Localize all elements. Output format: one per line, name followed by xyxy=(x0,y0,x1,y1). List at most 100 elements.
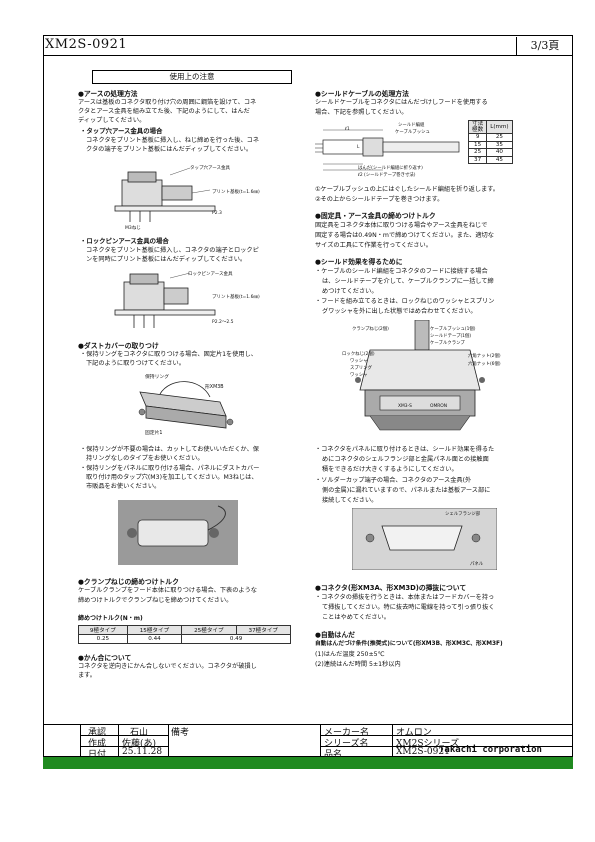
series-label: シリーズ名 xyxy=(324,739,369,749)
shield-cable-figure xyxy=(315,118,465,178)
tap-heading: ・タップ穴アース金具の場合 xyxy=(80,127,163,135)
torque-col-15: 15極タイプ xyxy=(126,625,183,635)
ltable-cell: 35 xyxy=(486,140,513,149)
insertion-text-2: て挿抜してください。特に抜去時に電線を持って引っ張り抜く xyxy=(322,604,495,611)
fixing-text-3: サイズの工具にて作業を行ってください。 xyxy=(315,242,432,249)
hood-label-bushing: ケーブルブッシュ(1個) xyxy=(430,327,476,332)
auto-solder-conditions: 自動はんだづけ条件(推奨式)について(形XM3B、形XM3C、形XM3F) xyxy=(315,641,503,647)
torque-col-37: 37極タイプ xyxy=(235,625,292,635)
insertion-text-3: ことはやめてください。 xyxy=(322,614,390,621)
torque-val-25-37: 0.49 xyxy=(181,634,291,644)
tap-fig-label-3: P2.3 xyxy=(212,211,222,216)
mating-heading: ●かん合について xyxy=(78,654,132,662)
shield-fig-label-6: L xyxy=(357,145,360,150)
lockpin-earth-figure xyxy=(110,268,280,334)
dustcover-heading: ●ダストカバーの取りつけ xyxy=(78,342,159,350)
earth-text-1: アースは基板のコネクタ取り付け穴の周囲に鋼箔を設けて、コネ xyxy=(78,99,257,106)
lockpin-text-1: コネクタをプリント基板に挿入し、コネクタの端子とロックピ xyxy=(86,247,259,254)
lockpin-fig-label-1: ロックピンアース金具 xyxy=(188,272,233,277)
shield-text-2: 場合、下記を参照してください。 xyxy=(315,109,408,116)
tap-text-1: コネクタをプリント基板に挿入し、ねじ締めを行った後、コネ xyxy=(86,137,260,144)
torque-col-25: 25極タイプ xyxy=(181,625,237,635)
hood-label-hexnut-2: 六角ナット(6個) xyxy=(468,362,501,367)
made-name: 佐藤(あ) xyxy=(122,739,157,749)
mating-text-2: ます。 xyxy=(78,672,96,679)
ltable-head-1-dim: 寸法 xyxy=(472,121,484,127)
ltable-cell: 9 xyxy=(467,133,488,142)
mating-text-1: コネクタを逆向きにかん合しないでください。コネクタが破損し xyxy=(78,663,257,670)
page-number: 3/3頁 xyxy=(516,37,573,55)
shield-fig-label-3: はんだ(シールド編組に折り返す) xyxy=(358,166,423,171)
lockpin-heading: ・ロックピンアース金具の場合 xyxy=(80,237,169,245)
footer-top-border xyxy=(43,724,573,725)
panel-mount-figure xyxy=(351,507,498,571)
effect-note-2: めにコネクタのシェルフランジ部と金属パネル面との接触面 xyxy=(322,456,489,463)
series-value: XM2Sシリーズ xyxy=(396,739,460,749)
footer-divider xyxy=(168,724,169,757)
torque-table: 9極タイプ 15極タイプ 25極タイプ 37極タイプ 0.25 0.44 0.4… xyxy=(78,625,292,644)
hood-label-brand: OMRON xyxy=(430,404,448,409)
dustcover-fig-label-2: 形XM3B xyxy=(205,385,224,390)
ltable-head-2: L(mm) xyxy=(486,120,513,134)
footer-divider xyxy=(80,724,81,757)
product-label: 品名 xyxy=(324,750,343,760)
footer-row-line xyxy=(80,735,168,736)
hood-label-tape: シールドテープ(1個) xyxy=(430,334,472,339)
made-label: 作成 xyxy=(88,739,107,749)
ltable-head-1: 寸法極数 xyxy=(467,120,488,134)
footer-row-line xyxy=(320,735,573,736)
hood-label-washer: ワッシャ xyxy=(350,359,368,364)
shield-fig-label-2: ケーブルブッシュ xyxy=(395,130,430,135)
fixing-heading: ●固定具・アース金具の締めつけトルク xyxy=(315,212,436,220)
lockpin-fig-label-2: プリント基板(t=1.6㎜) xyxy=(212,295,260,300)
effect-note-5: 側の金属)に漏れていますので、パネルまたは基板アース部に xyxy=(322,487,491,494)
tap-fig-label-2: プリント基板(t=1.6㎜) xyxy=(212,190,260,195)
insertion-text-1: ・コネクタの挿抜を行うときは、本体またはフードカバーを持っ xyxy=(315,594,495,601)
product-value: XM2S-0921 xyxy=(396,747,450,757)
remarks-label: 備考 xyxy=(171,728,190,738)
dustcover-text-2: 下記のように取りつけてください。 xyxy=(86,360,185,367)
effect-text-3: めつけてください。 xyxy=(322,288,378,295)
tap-text-2: クタの端子をプリント基板にはんだディップしてください。 xyxy=(86,146,253,153)
shield-fig-label-5: ℓ1 xyxy=(345,127,350,132)
dustcover-note-1: ・保持リングが不要の場合は、カットしてお使いいただくか、保 xyxy=(80,446,259,453)
tap-fig-label-1: タップ穴アース金具 xyxy=(190,166,231,171)
torque-table-title: 締めつけトルク(N・m) xyxy=(78,615,143,622)
shield-heading: ●シールドケーブルの処理方法 xyxy=(315,90,409,98)
clamp-heading: ●クランプねじの締めつけトルク xyxy=(78,578,179,586)
torque-col-9: 9極タイプ xyxy=(78,625,128,635)
dustcover-note-2: 持リングなしのタイプをお使いください。 xyxy=(86,455,204,462)
shield-note-1: ①ケーブルブッシュの上にはぐしたシールド編組を折り返します。 xyxy=(315,186,499,193)
lockpin-fig-label-3: P2.2～2.5 xyxy=(212,320,234,325)
dustcover-note-3: ・保持リングをパネルに取り付ける場合、パネルにダストカバー xyxy=(80,465,260,472)
ltable-head-1-poles: 極数 xyxy=(472,127,484,133)
dustcover-figure xyxy=(130,372,250,440)
ltable-cell: 45 xyxy=(486,155,513,164)
hood-label-model: XM3-S xyxy=(398,404,412,409)
dustcover-text-1: ・保持リングをコネクタに取りつける場合、固定片1を使用し、 xyxy=(80,351,257,358)
header-divider xyxy=(43,55,573,56)
footer-divider xyxy=(118,724,119,757)
panel-fig-label-flange: シェルフランジ部 xyxy=(445,512,481,517)
earth-text-3: ディップしてください。 xyxy=(78,117,146,124)
effect-note-6: 接続してください。 xyxy=(322,497,378,504)
effect-note-1: ・コネクタをパネルに取り付けるときは、シールド効果を得るた xyxy=(315,446,495,453)
approve-name: 石山 xyxy=(130,728,149,738)
auto-solder-heading: ●自動はんだ xyxy=(315,631,355,639)
earth-text-2: クタとアース金具を組み立てた後、下記のようにして、はんだ xyxy=(78,108,250,115)
torque-val-15: 0.44 xyxy=(126,634,183,644)
maker-value: オムロン xyxy=(396,728,432,738)
insertion-heading: ●コネクタ(形XM3A、形XM3D)の挿抜について xyxy=(315,584,467,592)
page-frame xyxy=(43,35,573,757)
hood-label-hexnut: 六角ナット(2個) xyxy=(468,354,501,359)
fixing-text-1: 固定具をコネクタ本体に取りつける場合やアース金具をねじで xyxy=(315,222,488,229)
dustcover-fig-label-1: 保持リング xyxy=(145,375,169,380)
footer-divider xyxy=(392,724,393,757)
ltable-cell: 40 xyxy=(486,148,513,157)
company-name: Takachi corporation xyxy=(439,745,542,755)
effect-text-4: ・フードを組み立てるときは、ロックねじのワッシャとスプリン xyxy=(315,298,495,305)
tap-fig-label-4: M3ねじ xyxy=(125,226,141,231)
footer-row-line xyxy=(320,746,573,747)
footer-row-line xyxy=(80,746,168,747)
